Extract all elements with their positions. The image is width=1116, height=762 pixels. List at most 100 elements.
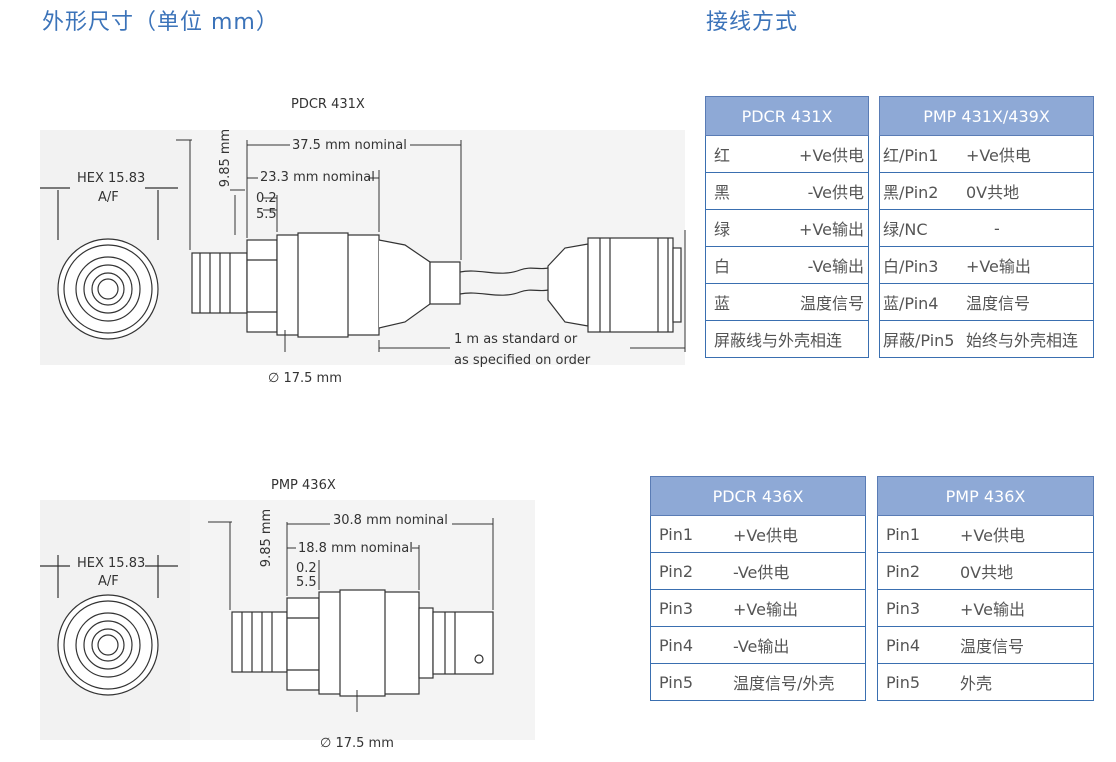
dim-308-label: 30.8 mm nominal: [333, 513, 448, 528]
pin-label: Pin5: [877, 663, 960, 701]
dimension-lines-1: [176, 139, 686, 352]
table-row: 白/Pin3+Ve输出: [878, 246, 1094, 284]
pin-label: 蓝/Pin4: [878, 283, 966, 321]
dim-985-label-1: 9.85 mm: [218, 128, 234, 188]
pin-function: -Ve供电: [733, 552, 866, 590]
pin-function: 温度信号/外壳: [733, 663, 866, 701]
end-view-1: [40, 187, 178, 340]
af-label-2: A/F: [98, 574, 119, 589]
table-row: 白-Ve输出: [704, 246, 869, 284]
model-label-pmp436: PMP 436X: [271, 478, 336, 493]
pin-function: 温度信号: [960, 626, 1094, 664]
wire-color: 黑: [704, 172, 753, 210]
pin-function: +Ve输出: [965, 246, 1094, 284]
wiring-table-pdcr436: PDCR 436X Pin1+Ve供电 Pin2-Ve供电 Pin3+Ve输出 …: [650, 476, 866, 701]
table-header: PMP 436X: [877, 476, 1094, 516]
pin-label: 黑/Pin2: [878, 172, 966, 210]
dim-55-label-2: 5.5: [296, 575, 317, 590]
table-row: 蓝温度信号: [704, 283, 869, 321]
table-header: PMP 431X/439X: [879, 96, 1094, 136]
table-header: PDCR 436X: [650, 476, 866, 516]
pin-label: Pin2: [650, 552, 733, 590]
table-row: Pin2-Ve供电: [650, 552, 866, 590]
model-label-pdcr431: PDCR 431X: [291, 97, 365, 112]
dimensions-title: 外形尺寸（单位 mm）: [42, 10, 279, 35]
hex-label-2: HEX 15.83: [77, 556, 146, 571]
pin-function: 温度信号: [965, 283, 1094, 321]
dim-985-label-2: 9.85 mm: [259, 508, 275, 568]
pin-label: 绿/NC: [878, 209, 966, 247]
table-row: 绿+Ve输出: [704, 209, 869, 247]
wiring-table-pdcr431: PDCR 431X 红+Ve供电 黑-Ve供电 绿+Ve输出 白-Ve输出 蓝温…: [704, 96, 869, 358]
pin-function: -: [965, 209, 1094, 247]
diameter-label-2: ∅ 17.5 mm: [320, 736, 394, 751]
dim-375-label: 37.5 mm nominal: [292, 138, 407, 153]
dimension-lines-2: [208, 518, 494, 712]
pin-label: 屏蔽/Pin5: [878, 320, 966, 358]
pin-function: +Ve供电: [960, 515, 1094, 553]
wire-function: 温度信号: [752, 283, 869, 321]
pin-function: +Ve输出: [960, 589, 1094, 627]
dim-02-label-1: 0.2: [256, 191, 277, 206]
dim-233-label: 23.3 mm nominal: [260, 170, 375, 185]
pin-function: -Ve输出: [733, 626, 866, 664]
shield-note: 屏蔽线与外壳相连: [705, 320, 869, 358]
hex-label-1: HEX 15.83: [77, 171, 146, 186]
pin-label: Pin4: [650, 626, 733, 664]
table-row: Pin1+Ve供电: [650, 515, 866, 553]
cable-length-label-1: 1 m as standard or: [454, 332, 578, 347]
pin-label: 白/Pin3: [878, 246, 966, 284]
pin-function: 0V共地: [960, 552, 1094, 590]
diameter-label-1: ∅ 17.5 mm: [268, 371, 342, 386]
cable-length-label-2: as specified on order: [454, 353, 591, 368]
wiring-title: 接线方式: [706, 10, 799, 35]
table-row: 绿/NC-: [878, 209, 1094, 247]
wire-color: 白: [704, 246, 753, 284]
wire-function: +Ve供电: [752, 135, 869, 173]
table-row: Pin3+Ve输出: [650, 589, 866, 627]
pin-function: 外壳: [960, 663, 1094, 701]
pin-label: Pin3: [877, 589, 960, 627]
end-view-2: [40, 555, 178, 696]
table-row: Pin1+Ve供电: [877, 515, 1094, 553]
pin-function: 0V共地: [965, 172, 1094, 210]
dimension-drawings: [40, 130, 686, 740]
table-row: 屏蔽线与外壳相连: [705, 320, 869, 358]
pin-label: Pin3: [650, 589, 733, 627]
pin-function: +Ve供电: [965, 135, 1094, 173]
dim-02-label-2: 0.2: [296, 561, 317, 576]
table-row: 黑-Ve供电: [704, 172, 869, 210]
pin-label: Pin2: [877, 552, 960, 590]
pin-label: Pin1: [650, 515, 733, 553]
table-row: Pin3+Ve输出: [877, 589, 1094, 627]
pin-function: 始终与外壳相连: [965, 320, 1094, 358]
table-row: 红/Pin1+Ve供电: [878, 135, 1094, 173]
table-row: Pin4-Ve输出: [650, 626, 866, 664]
af-label-1: A/F: [98, 190, 119, 205]
table-row: 红+Ve供电: [704, 135, 869, 173]
wire-color: 绿: [704, 209, 753, 247]
side-view-1: [191, 232, 682, 338]
pin-label: 红/Pin1: [878, 135, 966, 173]
table-header: PDCR 431X: [705, 96, 869, 136]
pin-function: +Ve输出: [733, 589, 866, 627]
pin-label: Pin1: [877, 515, 960, 553]
side-view-2: [231, 589, 494, 697]
wire-function: -Ve供电: [752, 172, 869, 210]
wire-function: +Ve输出: [752, 209, 869, 247]
pin-label: Pin5: [650, 663, 733, 701]
wire-color: 红: [704, 135, 753, 173]
wire-function: -Ve输出: [752, 246, 869, 284]
wire-color: 蓝: [704, 283, 753, 321]
pin-function: +Ve供电: [733, 515, 866, 553]
pin-label: Pin4: [877, 626, 960, 664]
